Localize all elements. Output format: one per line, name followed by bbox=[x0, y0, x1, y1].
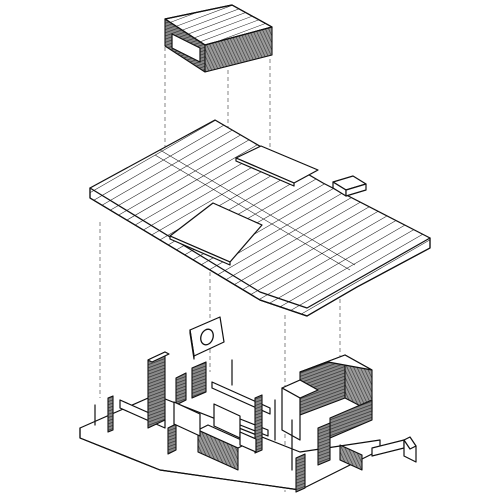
roof bbox=[89, 119, 431, 317]
roof-plank-line bbox=[215, 154, 430, 306]
roof-plank-line bbox=[90, 120, 345, 226]
roof-plank-line bbox=[264, 184, 430, 316]
roof-plank-line bbox=[371, 249, 430, 316]
box-plank-line bbox=[191, 20, 272, 45]
roof-plank-line bbox=[404, 269, 430, 316]
roof-plank-line bbox=[100, 120, 362, 236]
roof-plank-line bbox=[117, 120, 378, 246]
roof-plank-line bbox=[256, 179, 430, 316]
roof-plank-line bbox=[387, 259, 430, 316]
roof-plank-line bbox=[109, 120, 370, 241]
floor-plan bbox=[79, 351, 417, 493]
roof-plank-line bbox=[232, 164, 430, 316]
roof-plank-line bbox=[240, 169, 430, 316]
box-plank-line bbox=[269, 60, 349, 90]
box-plank-line bbox=[165, 5, 231, 31]
ring-ornament-icon bbox=[189, 316, 225, 360]
box-plank-line bbox=[255, 53, 335, 83]
roof-plank-line bbox=[90, 120, 337, 221]
roof-plank-line bbox=[396, 264, 430, 316]
roof-plank-line bbox=[90, 120, 321, 211]
roof-plank-line bbox=[223, 159, 430, 311]
roof-plank-line bbox=[92, 120, 353, 231]
roof-plank-line bbox=[379, 254, 430, 316]
box-opening bbox=[171, 33, 201, 63]
box-plank-line bbox=[262, 56, 342, 86]
roof-plank-line bbox=[248, 174, 430, 316]
roof-plank-line bbox=[90, 120, 329, 216]
roof-plank-line bbox=[412, 274, 430, 316]
skylight-box bbox=[164, 4, 349, 90]
